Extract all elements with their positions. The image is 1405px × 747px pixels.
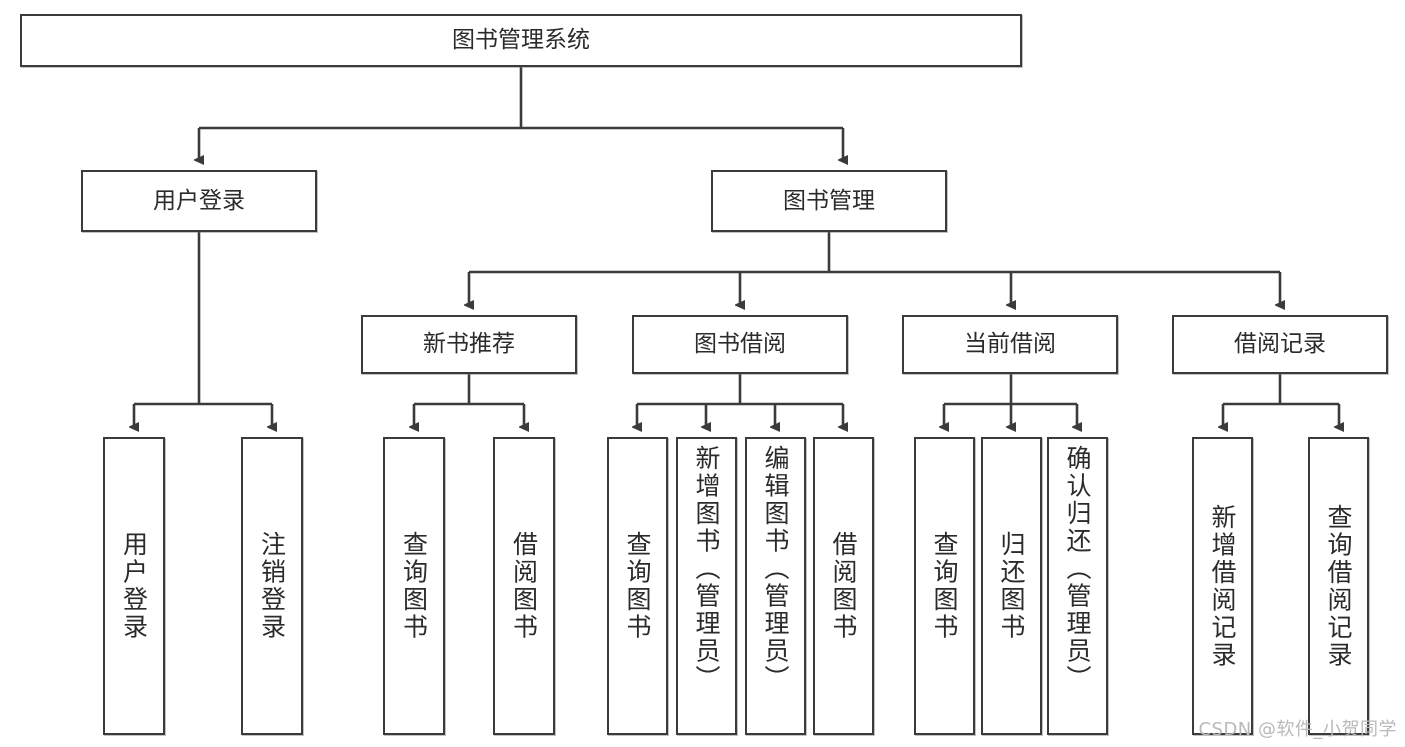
leaf-user-login-login[interactable]: 用户登录 <box>103 437 165 735</box>
node-new-book-recommend[interactable]: 新书推荐 <box>361 315 577 374</box>
node-current-borrow[interactable]: 当前借阅 <box>902 315 1118 374</box>
node-user-login[interactable]: 用户登录 <box>81 170 317 232</box>
node-label: 编辑图书（管理员） <box>761 445 790 693</box>
leaf-book-borrow-query-book[interactable]: 查询图书 <box>607 437 668 735</box>
node-label: 确认归还（管理员） <box>1063 445 1092 693</box>
leaf-book-borrow-borrow-book[interactable]: 借阅图书 <box>813 437 874 735</box>
watermark: CSDN @软件_小贺同学 <box>1198 719 1397 740</box>
node-borrow-record[interactable]: 借阅记录 <box>1172 315 1388 374</box>
node-label: 当前借阅 <box>964 331 1056 358</box>
leaf-current-borrow-return-book[interactable]: 归还图书 <box>981 437 1042 735</box>
node-label: 用户登录 <box>153 187 245 214</box>
node-label: 借阅图书 <box>829 531 858 641</box>
leaf-new-book-query-book[interactable]: 查询图书 <box>383 437 445 735</box>
node-label: 图书管理 <box>783 187 875 214</box>
leaf-book-borrow-edit-book-admin[interactable]: 编辑图书（管理员） <box>745 437 806 735</box>
node-book-management[interactable]: 图书管理 <box>711 170 947 232</box>
node-root-book-management-system[interactable]: 图书管理系统 <box>20 14 1022 67</box>
leaf-user-login-logout[interactable]: 注销登录 <box>241 437 303 735</box>
leaf-current-borrow-confirm-return-admin[interactable]: 确认归还（管理员） <box>1047 437 1108 735</box>
node-label: 归还图书 <box>997 531 1026 641</box>
node-label: 查询借阅记录 <box>1324 503 1353 669</box>
node-book-borrow[interactable]: 图书借阅 <box>632 315 848 374</box>
leaf-borrow-record-add-record[interactable]: 新增借阅记录 <box>1192 437 1253 735</box>
node-label: 新书推荐 <box>423 331 515 358</box>
node-label: 查询图书 <box>930 531 959 641</box>
leaf-book-borrow-add-book-admin[interactable]: 新增图书（管理员） <box>676 437 737 735</box>
node-label: 用户登录 <box>119 531 149 641</box>
node-label: 借阅记录 <box>1234 331 1326 358</box>
node-label: 查询图书 <box>623 531 652 641</box>
node-label: 新增图书（管理员） <box>692 445 721 693</box>
node-label: 图书管理系统 <box>452 27 590 54</box>
node-label: 借阅图书 <box>509 531 539 641</box>
leaf-borrow-record-query-record[interactable]: 查询借阅记录 <box>1308 437 1369 735</box>
leaf-current-borrow-query-book[interactable]: 查询图书 <box>914 437 975 735</box>
leaf-new-book-borrow-book[interactable]: 借阅图书 <box>493 437 555 735</box>
node-label: 图书借阅 <box>694 331 786 358</box>
node-label: 查询图书 <box>399 531 429 641</box>
node-label: 新增借阅记录 <box>1208 503 1237 669</box>
node-label: 注销登录 <box>257 531 287 641</box>
